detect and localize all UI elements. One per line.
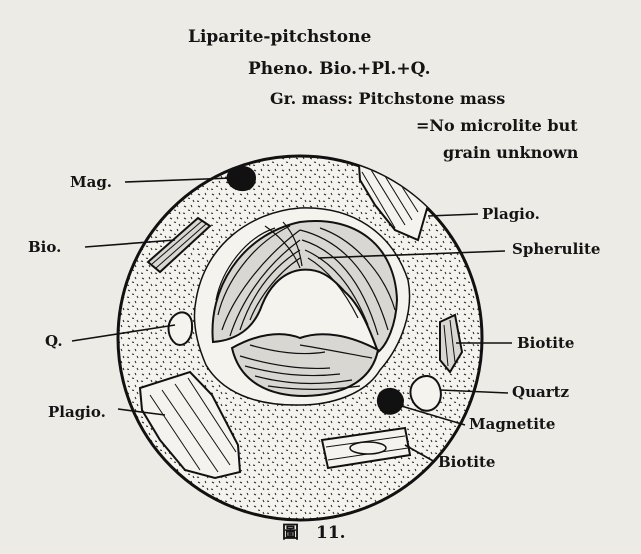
label-plagio-left: Plagio. — [48, 403, 106, 421]
phenocryst-line: Pheno. Bio.+Pl.+Q. — [248, 59, 431, 79]
label-bio: Bio. — [28, 238, 61, 256]
quartz-grain-right — [410, 376, 440, 411]
label-q: Q. — [45, 332, 63, 350]
label-magnetite: Magnetite — [469, 415, 555, 433]
label-biotite-bottom: Biotite — [438, 453, 495, 471]
groundmass-line: Gr. mass: Pitchstone mass — [270, 89, 505, 108]
figure-title: Liparite-pitchstone — [188, 27, 371, 47]
label-mag: Mag. — [70, 173, 112, 191]
label-spherulite: Spherulite — [512, 240, 600, 258]
note-line-2: grain unknown — [443, 143, 578, 162]
quartz-grain-left — [169, 312, 193, 345]
figure-caption: 圖 11. — [282, 518, 346, 543]
label-biotite-right: Biotite — [517, 334, 574, 352]
label-quartz: Quartz — [512, 383, 569, 401]
label-plagio-right: Plagio. — [482, 205, 540, 223]
note-line-1: =No microlite but — [416, 116, 578, 135]
